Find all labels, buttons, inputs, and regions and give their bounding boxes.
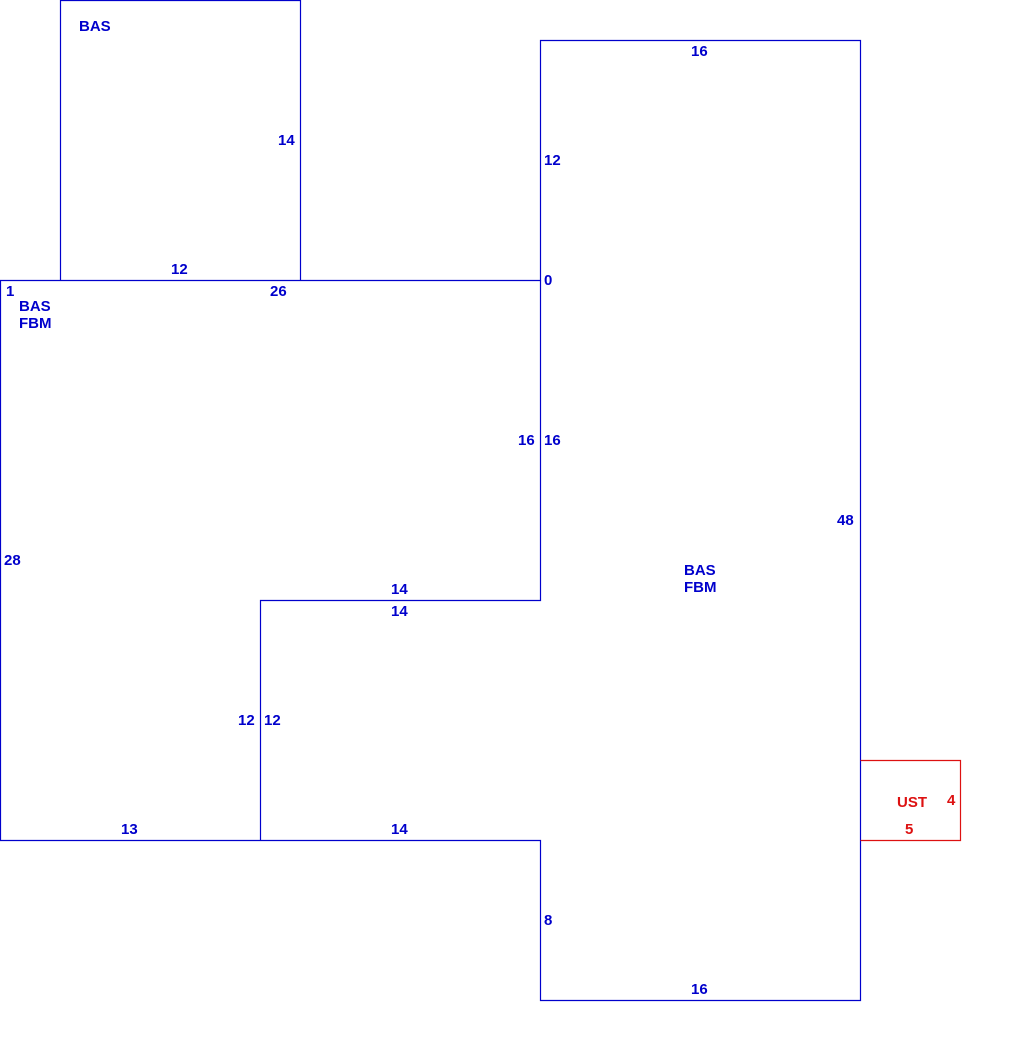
main-outline [0, 39, 862, 1002]
dim-label: 13 [121, 821, 138, 838]
dim-label: 14 [278, 132, 295, 149]
section-label-bas-right: BAS [684, 562, 716, 579]
dim-label: 4 [947, 792, 956, 809]
dim-label: 48 [837, 512, 854, 529]
section-label-fbm-left: FBM [19, 315, 52, 332]
dim-label: 5 [905, 821, 913, 838]
dim-label: 16 [691, 43, 708, 60]
dim-label: 12 [264, 712, 281, 729]
dim-label: 14 [391, 821, 408, 838]
dim-label: 26 [270, 283, 287, 300]
dim-label: 12 [544, 152, 561, 169]
dim-label: 16 [691, 981, 708, 998]
dim-label: 14 [391, 581, 408, 598]
ust-outline [860, 759, 962, 842]
section-label-bas-left: BAS [19, 298, 51, 315]
dim-label: 12 [238, 712, 255, 729]
dim-label: 0 [544, 272, 552, 289]
dim-label: 28 [4, 552, 21, 569]
dim-label: 16 [518, 432, 535, 449]
dim-label: 12 [171, 261, 188, 278]
bas-top-outline [59, 0, 302, 281]
interior-divider [259, 280, 542, 841]
dim-label: 16 [544, 432, 561, 449]
dim-label: 1 [6, 283, 14, 300]
section-label-bas-top: BAS [79, 18, 111, 35]
section-label-ust: UST [897, 794, 927, 811]
section-label-fbm-right: FBM [684, 579, 717, 596]
dim-label: 8 [544, 912, 552, 929]
dim-label: 14 [391, 603, 408, 620]
